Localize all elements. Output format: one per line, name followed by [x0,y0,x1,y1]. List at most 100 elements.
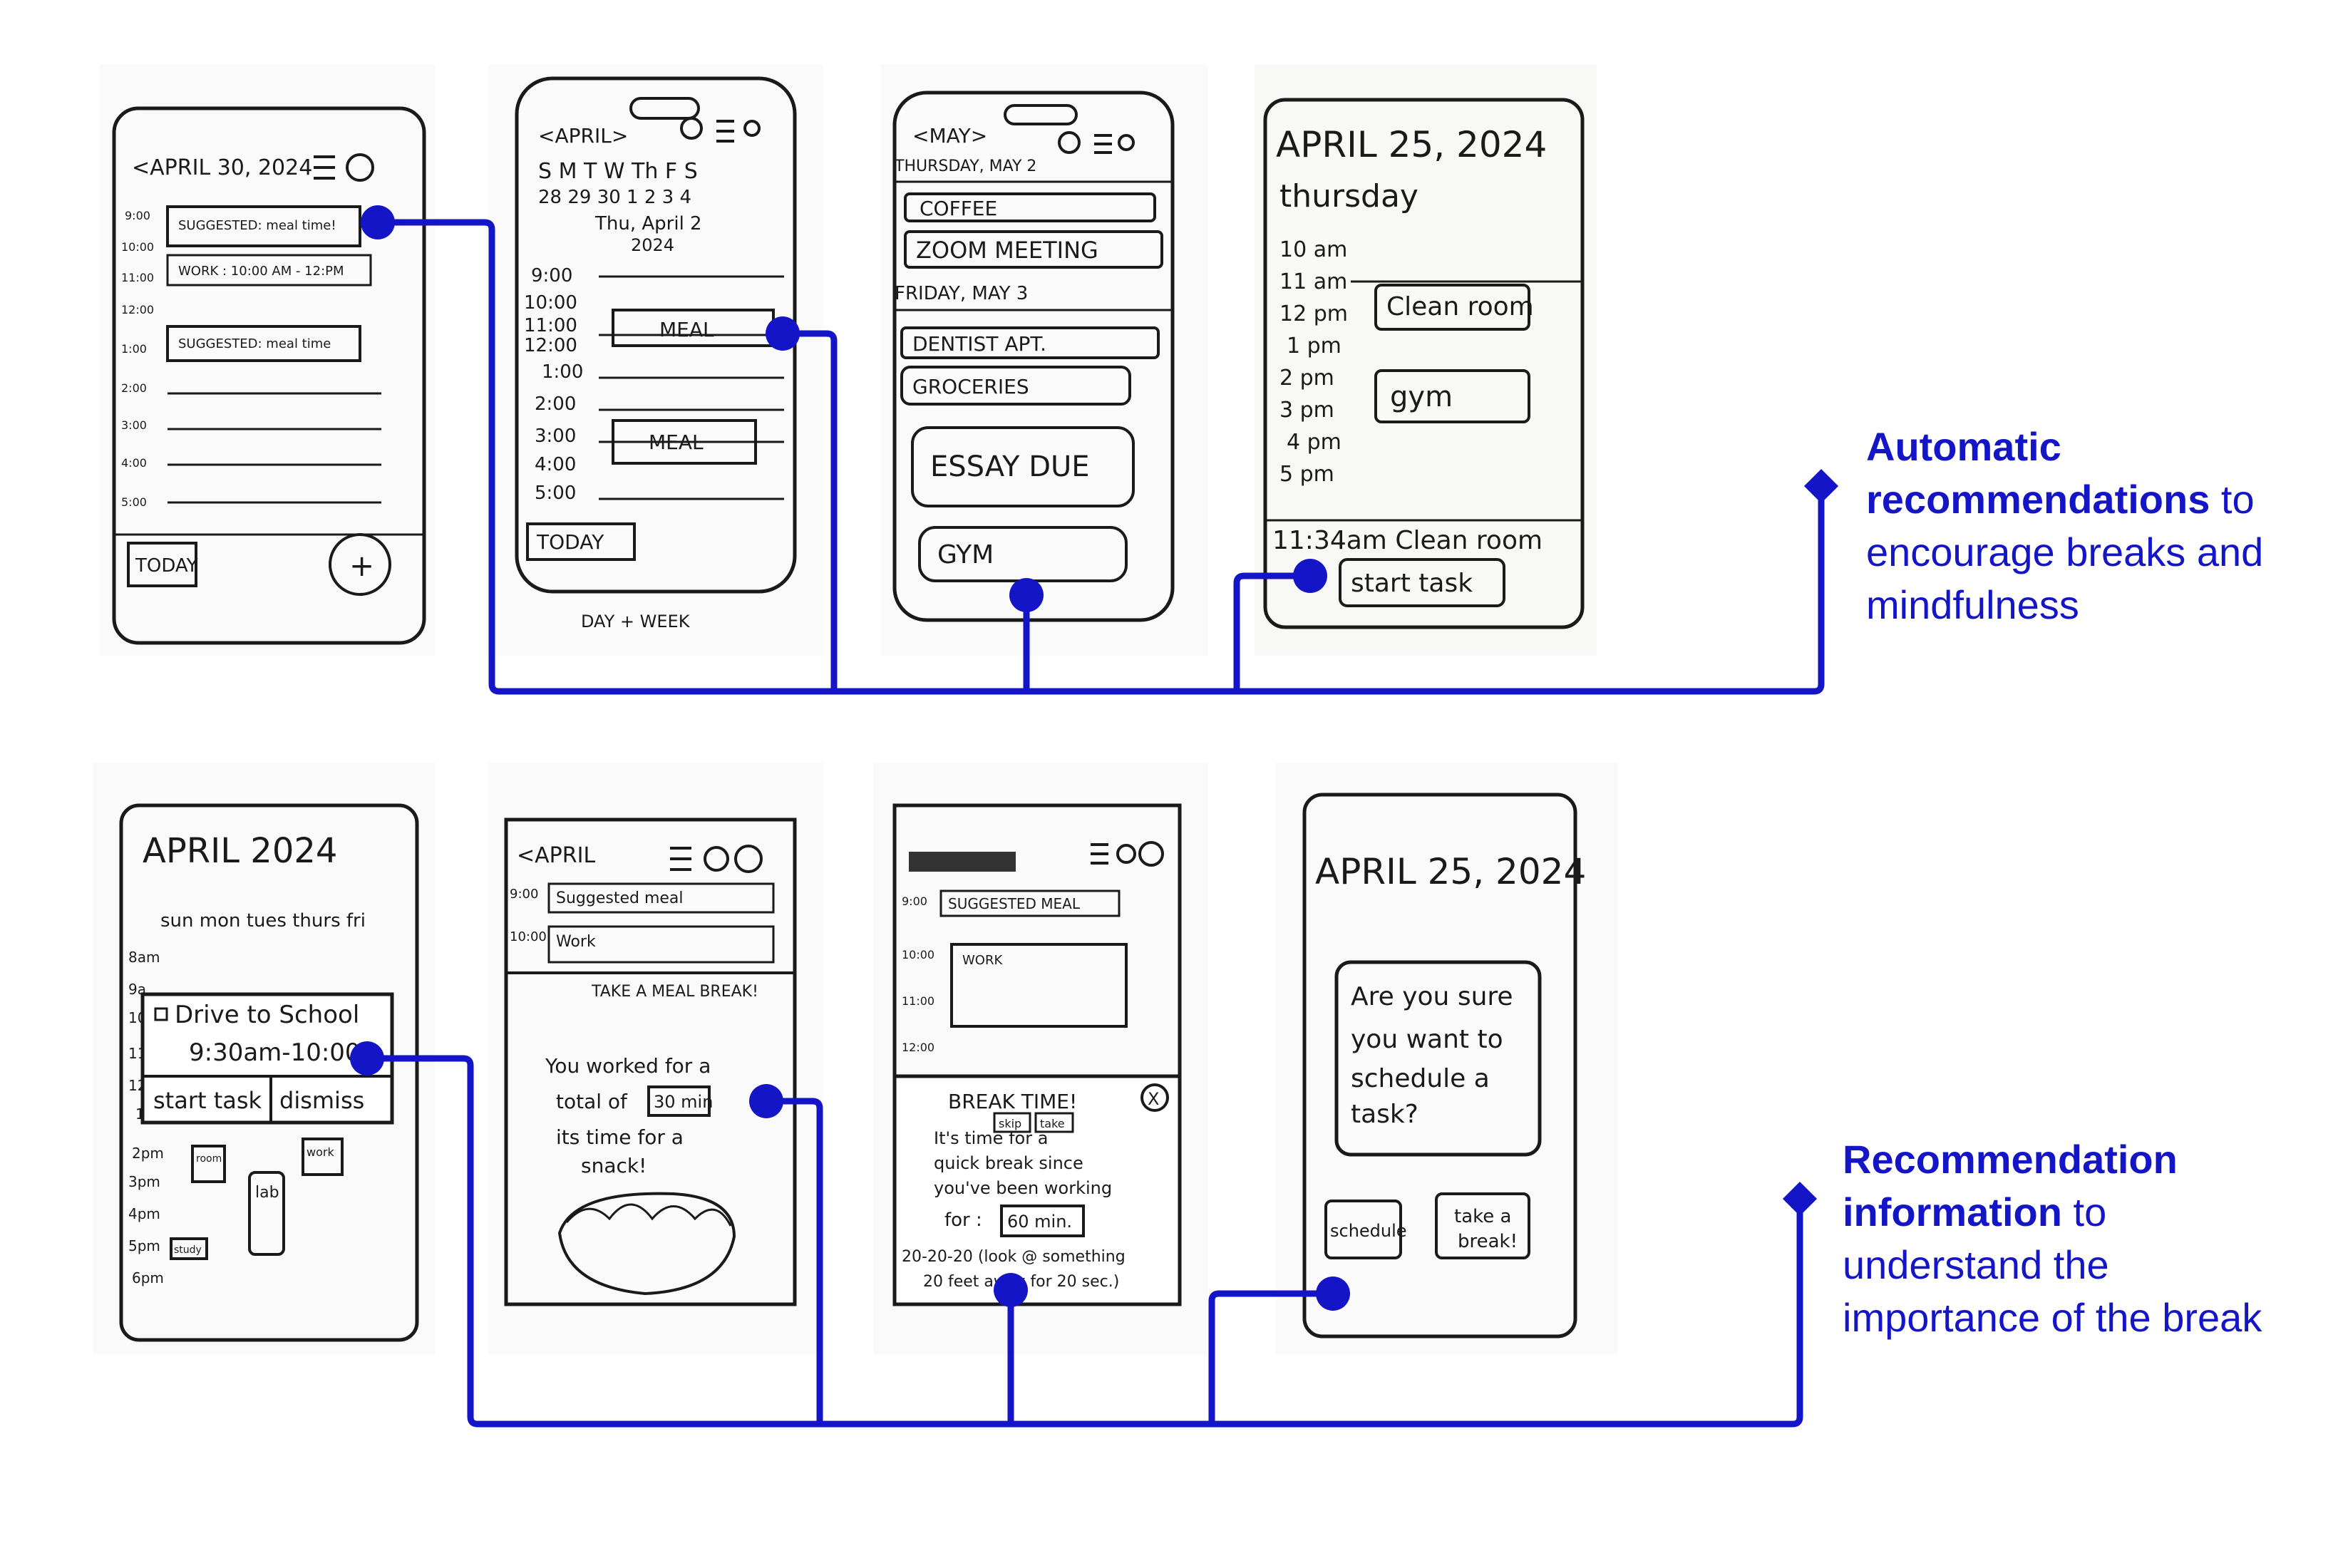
phone-frame [892,91,1175,622]
svg-text:DENTIST APT.: DENTIST APT. [912,332,1046,356]
svg-text:6pm: 6pm [132,1269,164,1286]
svg-text:5:00: 5:00 [535,483,576,504]
event-gym [1374,369,1530,423]
popup-title: TAKE A MEAL BREAK! [591,983,758,1001]
svg-text:work: work [307,1145,334,1159]
add-button [329,533,391,596]
svg-text:its time for a: its time for a [556,1125,684,1149]
svg-text:SUGGESTED: meal time: SUGGESTED: meal time [178,336,331,351]
phone-notch [629,97,700,120]
svg-text:You worked for a: You worked for a [545,1054,711,1078]
svg-text:10:00: 10:00 [121,240,154,254]
svg-text:GROCERIES: GROCERIES [912,375,1029,398]
today-button [127,542,197,587]
svg-text:skip: skip [999,1117,1021,1130]
annotation-bold: Automatic recommendations [1866,424,2210,522]
svg-text:1 pm: 1 pm [1287,334,1341,359]
svg-text:Work: Work [556,933,596,951]
list-icon [670,847,691,871]
meal-block-2 [612,419,757,465]
svg-text:3pm: 3pm [128,1173,160,1190]
sketch-break-time-popup: 9:00 10:00 11:00 12:00 SUGGESTED MEAL WO… [873,763,1208,1354]
svg-text:Are you sure: Are you sure [1351,982,1513,1011]
svg-text:lab: lab [255,1184,279,1202]
worked-minutes-badge [1000,1205,1085,1237]
svg-text:9:00: 9:00 [902,894,927,908]
time-labels: 10 am 11 am 12 pm 1 pm 2 pm 3 pm 4 pm 5 … [1279,237,1348,487]
month-nav: <APRIL> [538,124,628,148]
svg-text:gym: gym [1390,381,1453,413]
take-button [1034,1112,1074,1133]
phone-frame [112,106,426,645]
svg-text:total of: total of [556,1090,628,1113]
selected-year: 2024 [631,235,674,255]
now-playing-task: 11:34am Clean room [1272,526,1543,555]
svg-text:8am: 8am [128,949,160,966]
svg-text:room: room [196,1153,222,1165]
svg-text:take a: take a [1454,1206,1511,1227]
search-icon [704,846,729,872]
svg-text:11:00: 11:00 [902,994,934,1008]
week-dates: 28 29 30 1 2 3 4 [538,187,691,208]
svg-text:5pm: 5pm [128,1237,160,1254]
phone-frame [1302,793,1577,1339]
connector-dot [766,316,800,351]
svg-text:TODAY: TODAY [536,530,604,554]
svg-text:3:00: 3:00 [121,418,147,432]
sketch-3-drawing: <MAY> THURSDAY, MAY 2 COFFEE ZOOM MEETIN… [892,91,1175,622]
svg-text:break!: break! [1458,1231,1518,1252]
phone-frame [119,803,419,1342]
avatar-icon [734,845,763,873]
svg-text:30 min: 30 min [654,1092,713,1112]
scribbled-header [909,852,1016,872]
row2-branch-2 [766,1098,823,1424]
svg-text:12:00: 12:00 [524,335,577,356]
svg-text:1:00: 1:00 [542,361,583,383]
row2-branch-4 [1208,1290,1333,1424]
salad-bowl-icon [557,1192,736,1296]
block-work [302,1138,344,1176]
day-heading-thursday: THURSDAY, MAY 2 [894,158,1036,175]
sketch-7-drawing: 9:00 10:00 11:00 12:00 SUGGESTED MEAL WO… [892,803,1182,1306]
connector-dot [749,1084,783,1118]
annotation-recommendation-information: Recommendation information to understand… [1843,1133,2299,1344]
list-icon [1091,843,1108,865]
svg-text:10:00: 10:00 [524,292,577,314]
svg-text:5 pm: 5 pm [1279,462,1334,487]
svg-text:schedule: schedule [1330,1221,1407,1241]
sketch-6-drawing: <APRIL 9:00 10:00 Suggested meal Work TA… [504,817,797,1306]
weekday-title: thursday [1279,178,1418,215]
start-task-button: start task [153,1087,262,1114]
event-suggested-meal [939,889,1121,917]
avatar-icon [680,117,703,140]
svg-text:9:00: 9:00 [531,265,572,287]
event-groceries [900,366,1131,406]
svg-text:ZOOM MEETING: ZOOM MEETING [916,237,1098,264]
phone-frame [1263,98,1585,629]
search-icon [743,120,761,137]
date-title: APRIL 25, 2024 [1276,124,1547,165]
svg-text:12:00: 12:00 [902,1041,934,1054]
connector-dot [350,1041,384,1076]
event-work [950,943,1128,1028]
row1-bus-line [378,219,1825,695]
svg-text:study: study [174,1244,202,1256]
svg-text:schedule a: schedule a [1351,1064,1490,1093]
close-icon [1140,1083,1169,1112]
confirm-dialog [1334,960,1542,1157]
avatar-icon [1058,131,1081,154]
gear-icon [1138,841,1164,867]
sketch-2-drawing: <APRIL> S M T W Th F S 28 29 30 1 2 3 4 … [515,76,797,631]
sketch-meal-break-popup: <APRIL 9:00 10:00 Suggested meal Work TA… [488,763,823,1354]
svg-text:10:00: 10:00 [902,948,934,961]
connector-dot [1316,1276,1350,1311]
svg-text:20-20-20 (look @ something: 20-20-20 (look @ something [902,1248,1126,1266]
sketch-confirm-schedule: APRIL 25, 2024 Are you sure you want to … [1276,763,1618,1354]
svg-text:1:00: 1:00 [121,342,147,356]
svg-text:9:00: 9:00 [510,887,538,902]
svg-text:10:00: 10:00 [510,929,547,944]
month-title: APRIL 2024 [143,831,337,871]
annotation-rest: to understand the importance of the brea… [1843,1190,2262,1340]
svg-text:4pm: 4pm [128,1205,160,1222]
